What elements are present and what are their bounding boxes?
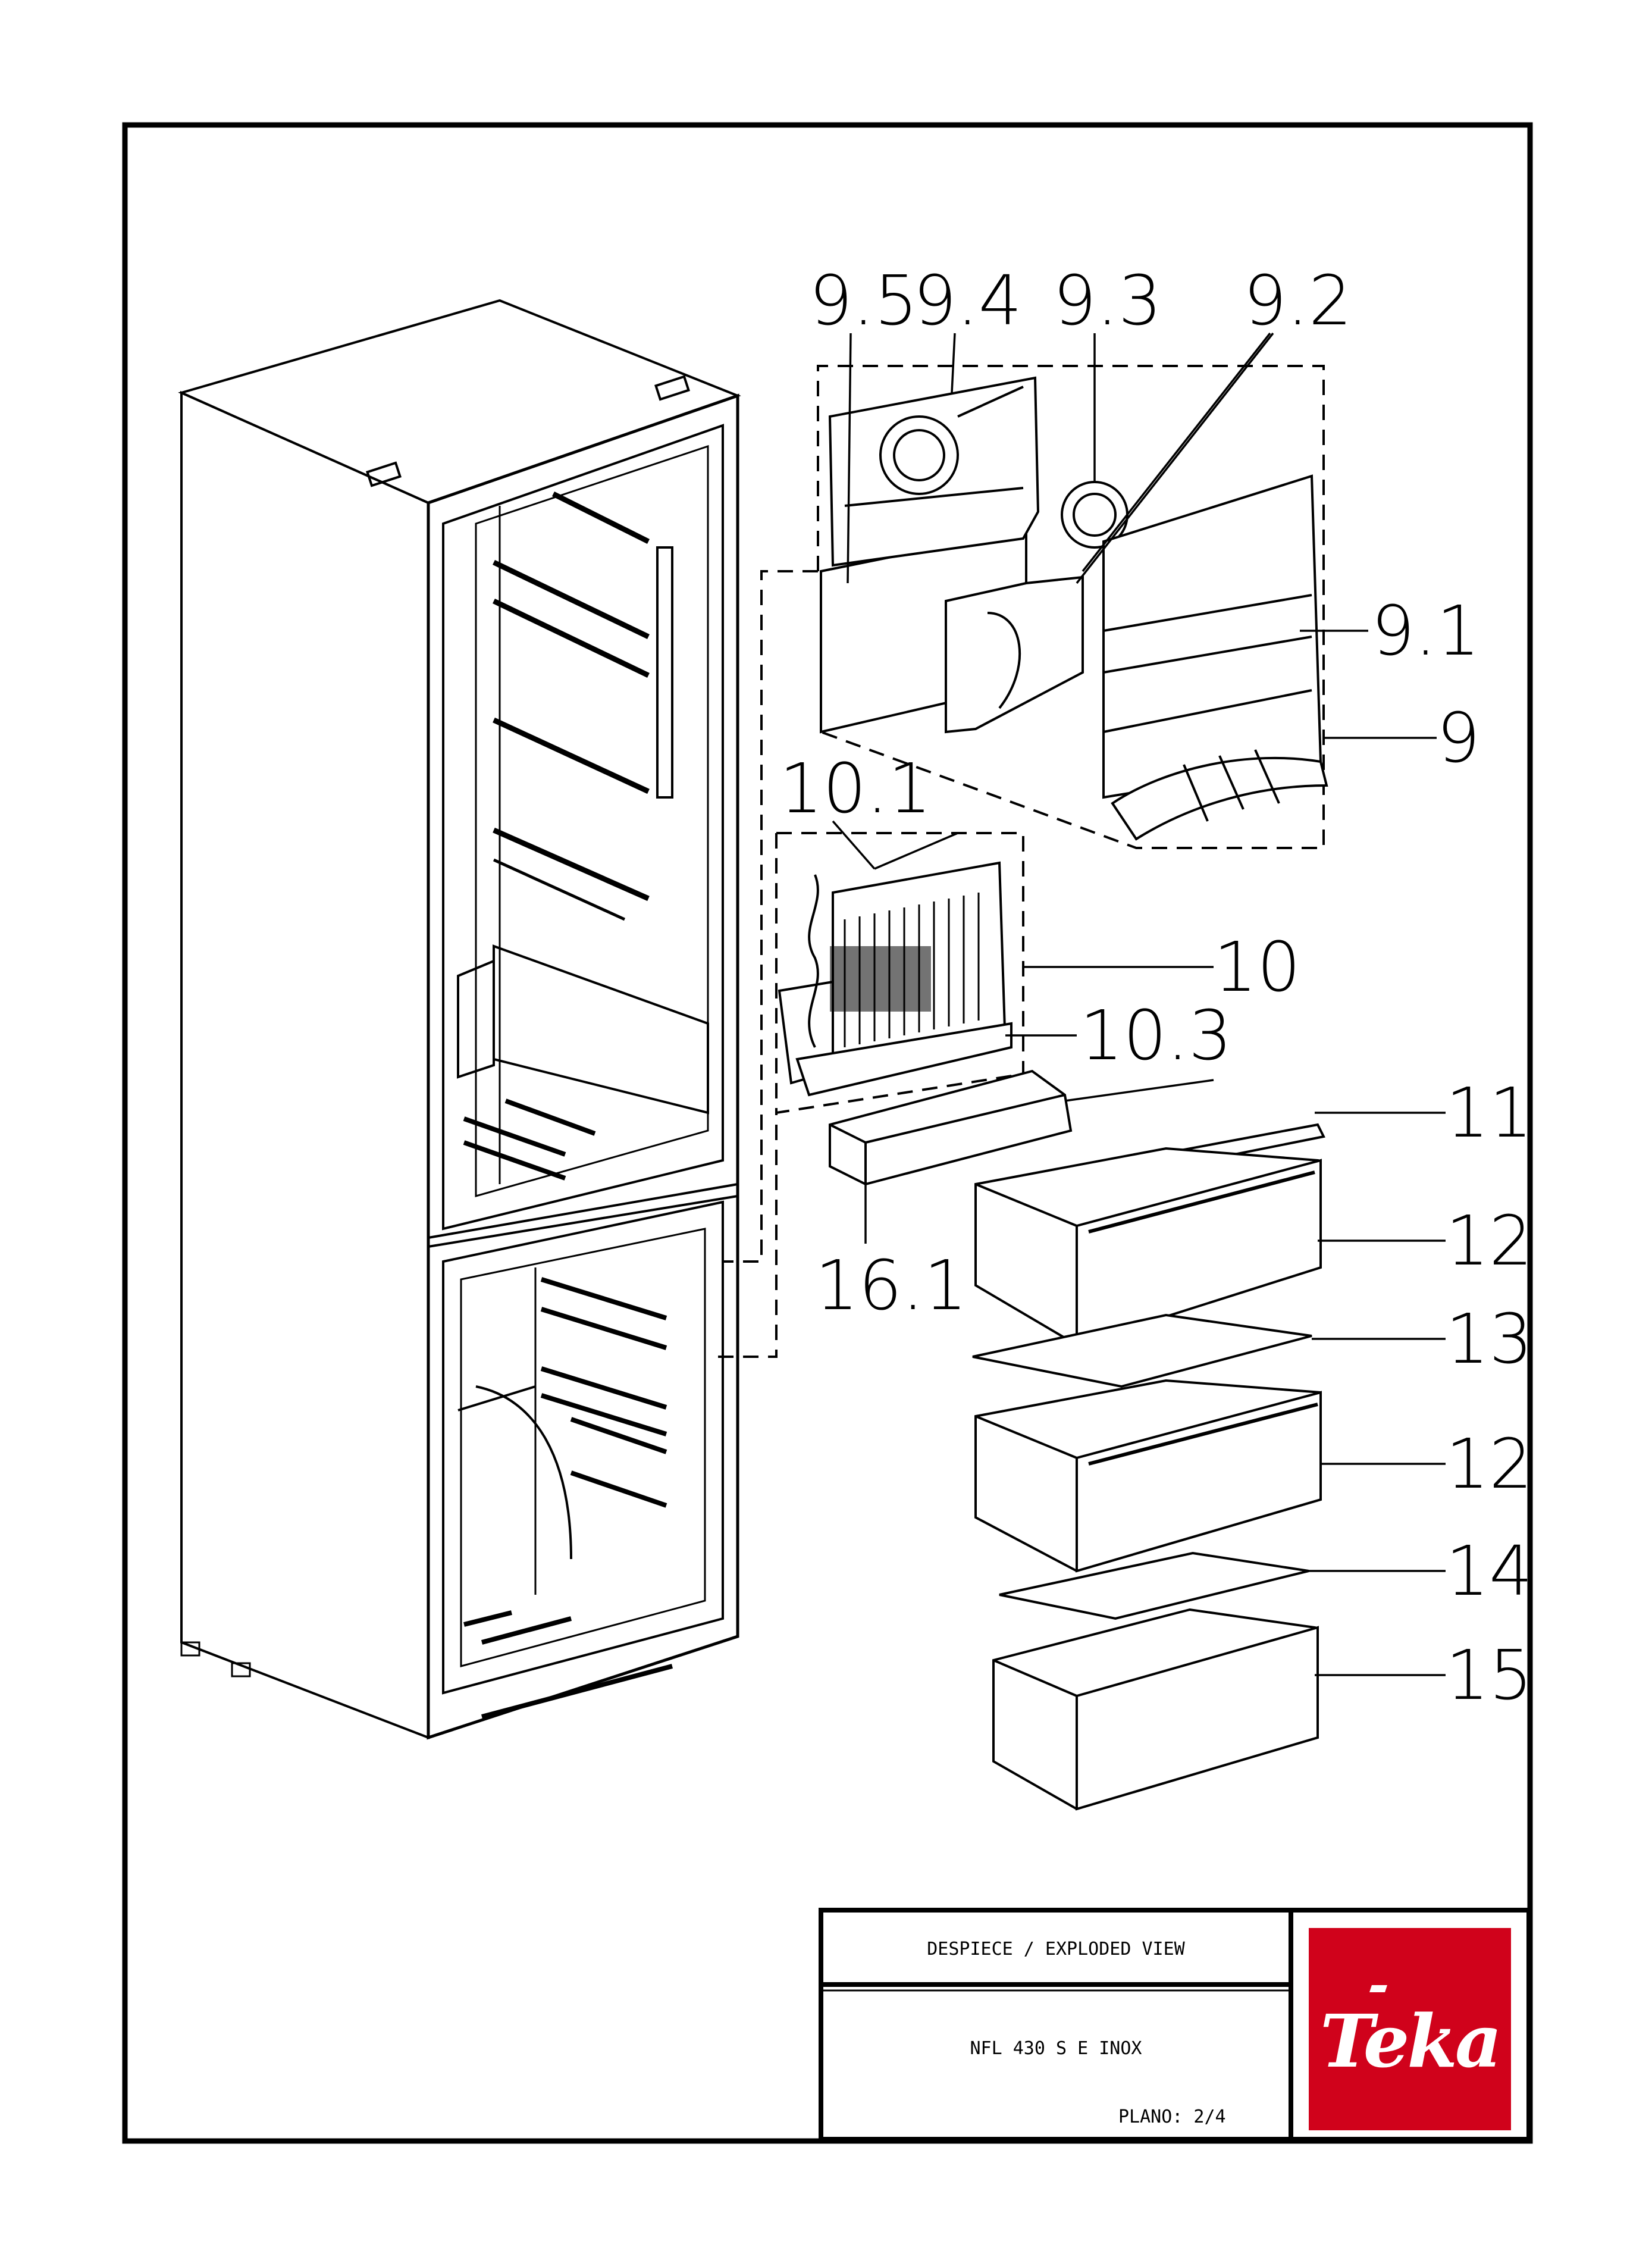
callout-9: 9 [1437, 699, 1480, 778]
callout-12-upper: 12 [1446, 1201, 1532, 1281]
title-block-frame [819, 1908, 1531, 2142]
callout-9-4: 9.4 [913, 261, 1022, 341]
callout-10: 10 [1214, 928, 1300, 1007]
callout-15: 15 [1446, 1636, 1532, 1716]
callout-9-3: 9.3 [1053, 261, 1162, 341]
callout-11: 11 [1446, 1073, 1532, 1153]
evaporator-assembly [778, 861, 1012, 1097]
callout-9-5: 9.5 [809, 261, 918, 341]
sheet-number: PLANO: 2/4 [1118, 2107, 1226, 2127]
refrigerator-cabinet [178, 299, 741, 1740]
logo-accent [1369, 1985, 1387, 1992]
callout-9-1: 9.1 [1371, 591, 1480, 671]
teka-logo: Teka [1309, 1928, 1511, 2130]
callout-labels: 9.5 9.4 9.3 9.2 9.1 9 10.1 10 10.3 11 16… [779, 261, 1532, 1716]
callout-12-lower: 12 [1446, 1425, 1532, 1504]
drawing-title: DESPIECE / EXPLODED VIEW [927, 1939, 1185, 1960]
callout-14: 14 [1446, 1532, 1532, 1611]
callout-16-1: 16.1 [815, 1246, 967, 1326]
callout-13: 13 [1446, 1300, 1532, 1379]
air-duct-assembly [820, 376, 1328, 841]
logo-wordmark: Teka [1320, 1998, 1502, 2084]
model-name: NFL 430 S E INOX [970, 2038, 1142, 2059]
leader-lines [832, 332, 1446, 1676]
assembly-group-outlines [714, 365, 1325, 1358]
callout-10-3: 10.3 [1080, 996, 1232, 1076]
callout-10-1: 10.1 [779, 749, 932, 829]
drawer-parts [829, 1069, 1325, 1811]
callout-9-2: 9.2 [1243, 261, 1352, 341]
